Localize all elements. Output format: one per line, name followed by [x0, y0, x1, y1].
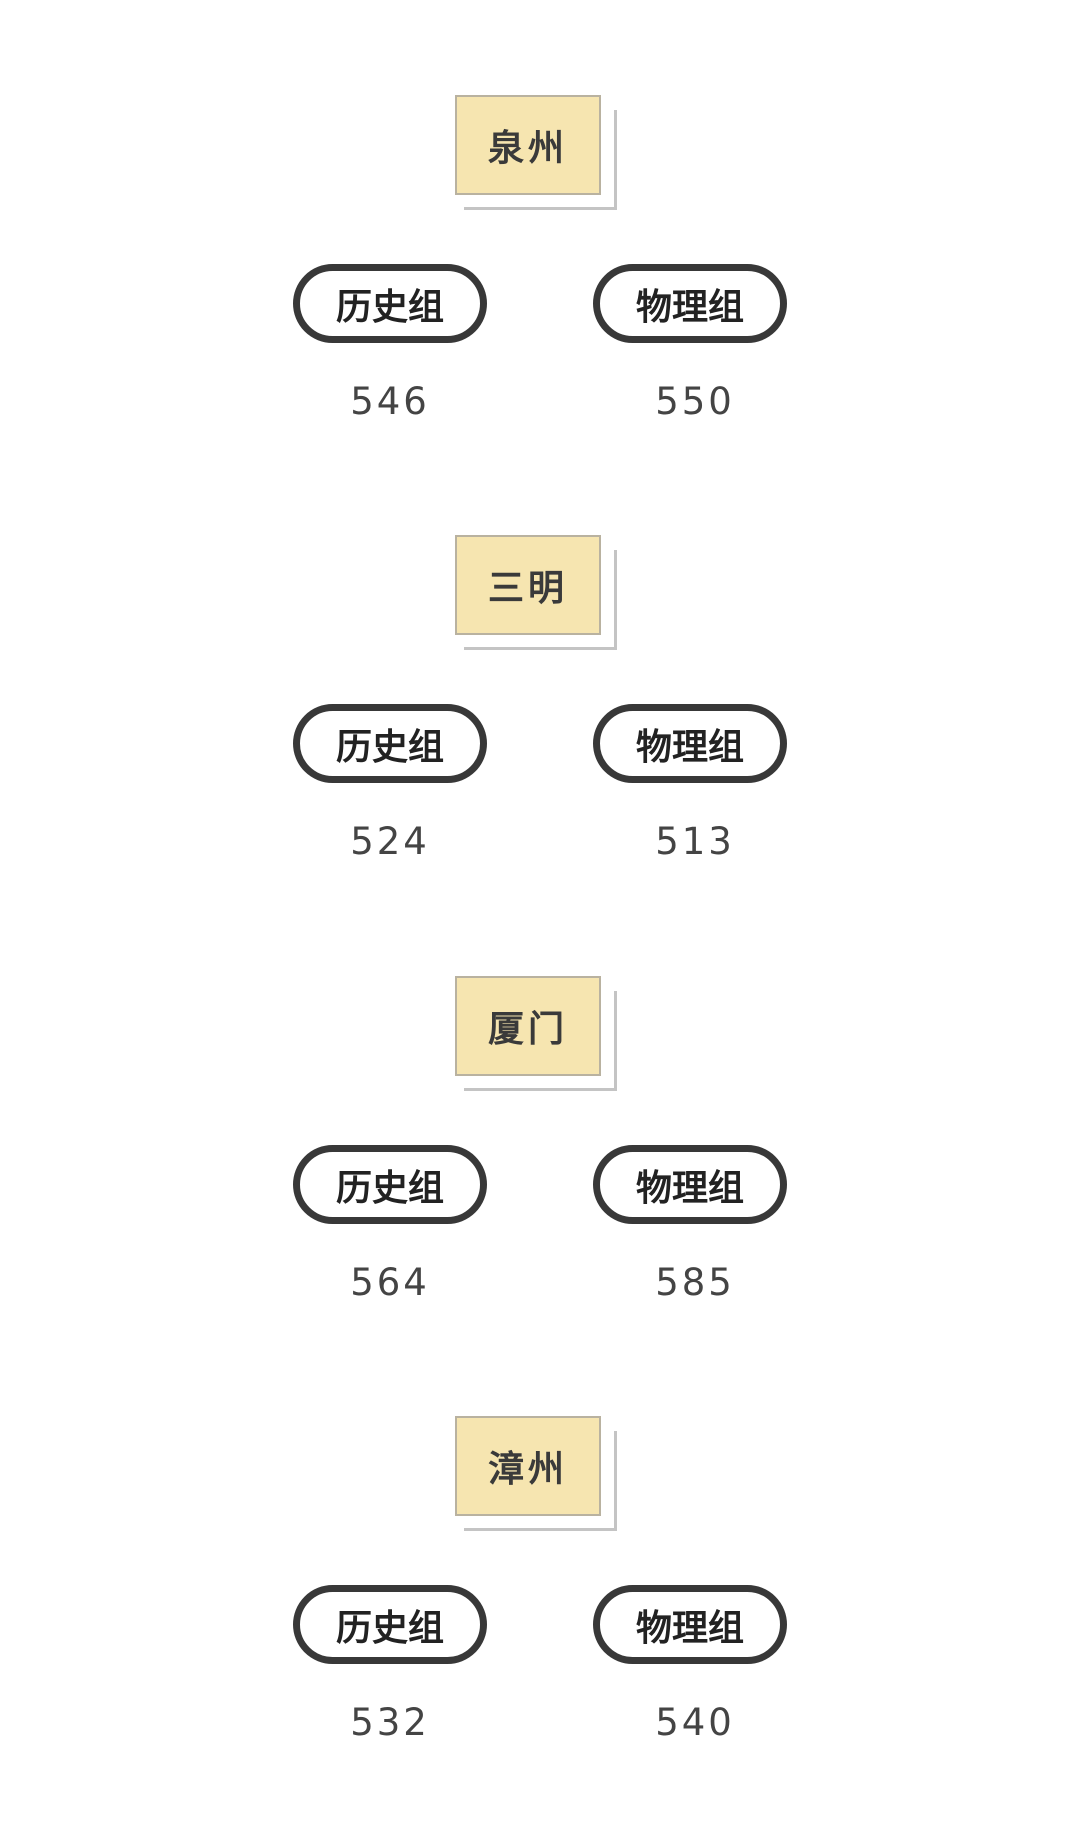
- physics-group-badge: 物理组: [593, 1145, 787, 1224]
- card-shadow: [614, 110, 617, 210]
- card-shadow: [614, 550, 617, 650]
- city-label: 三明: [455, 535, 601, 635]
- physics-score: 540: [655, 1701, 735, 1744]
- card-shadow: [464, 647, 617, 650]
- city-score-block: 泉州 历史组 物理组 546 550: [0, 95, 1080, 515]
- city-score-block: 厦门 历史组 物理组 564 585: [0, 976, 1080, 1396]
- physics-score: 585: [655, 1261, 735, 1304]
- history-group-badge: 历史组: [293, 1145, 487, 1224]
- card-shadow: [614, 991, 617, 1091]
- history-group-badge: 历史组: [293, 704, 487, 783]
- card-shadow: [464, 1088, 617, 1091]
- city-label: 漳州: [455, 1416, 601, 1516]
- history-score: 524: [350, 820, 430, 863]
- history-score: 564: [350, 1261, 430, 1304]
- city-score-block: 漳州 历史组 物理组 532 540: [0, 1416, 1080, 1836]
- history-group-badge: 历史组: [293, 1585, 487, 1664]
- card-shadow: [464, 207, 617, 210]
- city-label: 泉州: [455, 95, 601, 195]
- history-group-badge: 历史组: [293, 264, 487, 343]
- card-shadow: [464, 1528, 617, 1531]
- physics-group-badge: 物理组: [593, 264, 787, 343]
- city-label: 厦门: [455, 976, 601, 1076]
- physics-group-badge: 物理组: [593, 704, 787, 783]
- history-score: 532: [350, 1701, 430, 1744]
- history-score: 546: [350, 380, 430, 423]
- physics-score: 550: [655, 380, 735, 423]
- physics-score: 513: [655, 820, 735, 863]
- card-shadow: [614, 1431, 617, 1531]
- city-score-block: 三明 历史组 物理组 524 513: [0, 535, 1080, 955]
- physics-group-badge: 物理组: [593, 1585, 787, 1664]
